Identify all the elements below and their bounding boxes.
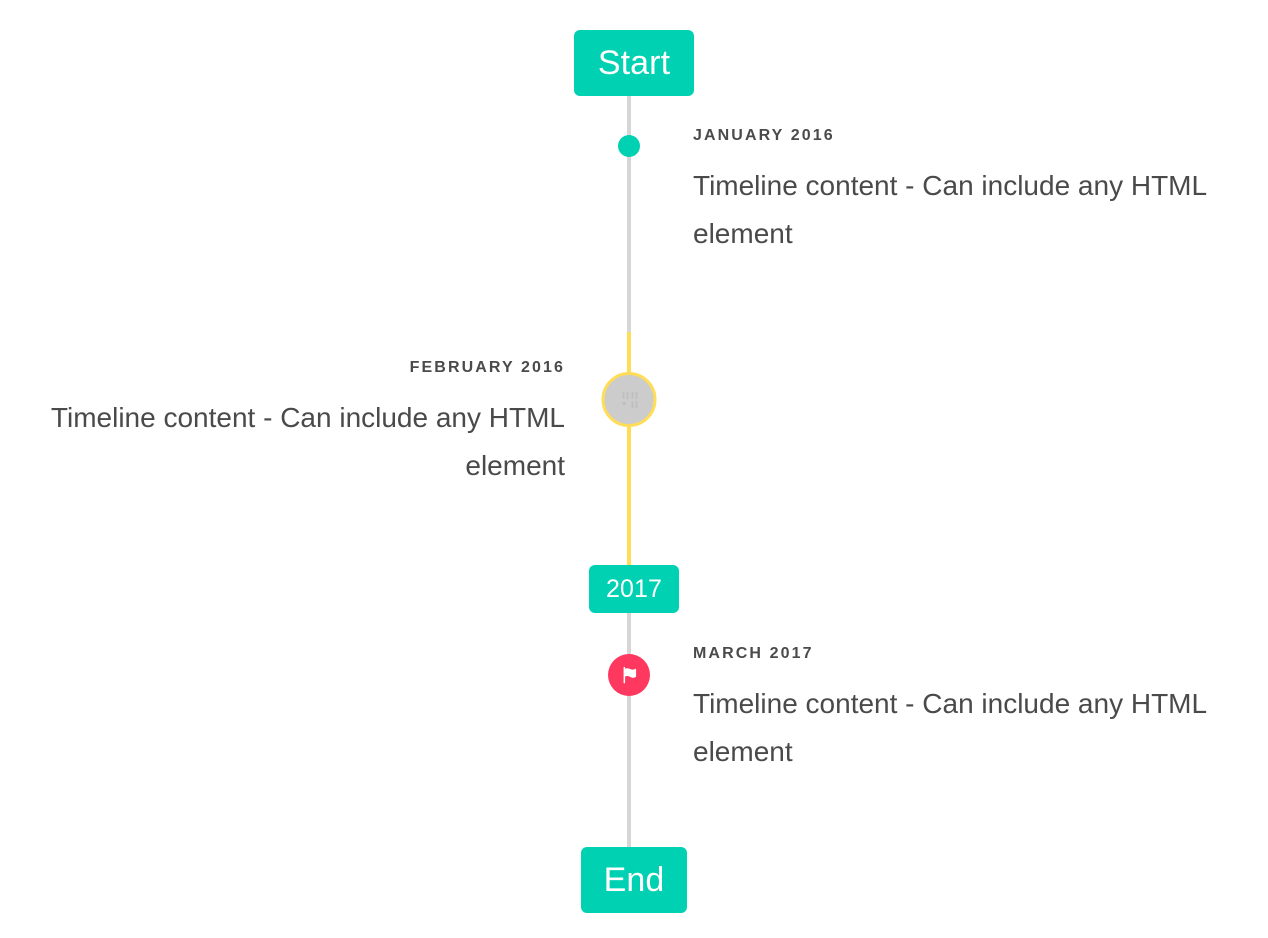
timeline-item-heading: JANUARY 2016 (693, 127, 835, 144)
timeline-start-badge[interactable]: Start (574, 30, 694, 96)
dot-marker-icon (618, 135, 640, 157)
timeline-item-content: FEBRUARY 2016 Timeline content - Can inc… (39, 360, 565, 490)
timeline-header-badge-2017[interactable]: 2017 (589, 565, 679, 613)
timeline-item-body: Timeline content - Can include any HTML … (50, 402, 565, 482)
timeline-rail-highlight (627, 332, 631, 565)
timeline-rail-upper (627, 92, 631, 332)
timeline-item-heading: FEBRUARY 2016 (409, 359, 565, 376)
timeline-rail-lower (627, 613, 631, 853)
timeline-item-body: Timeline content - Can include any HTML … (693, 688, 1207, 768)
broken-image-glyph (621, 391, 637, 408)
broken-image-icon (601, 372, 657, 427)
timeline-item-content: JANUARY 2016 Timeline content - Can incl… (693, 128, 1219, 258)
timeline-item-body: Timeline content - Can include any HTML … (693, 170, 1207, 250)
timeline-end-badge[interactable]: End (581, 847, 687, 913)
flag-icon (608, 654, 650, 696)
timeline-item-content: MARCH 2017 Timeline content - Can includ… (693, 646, 1219, 776)
timeline-item-heading: MARCH 2017 (693, 645, 814, 662)
